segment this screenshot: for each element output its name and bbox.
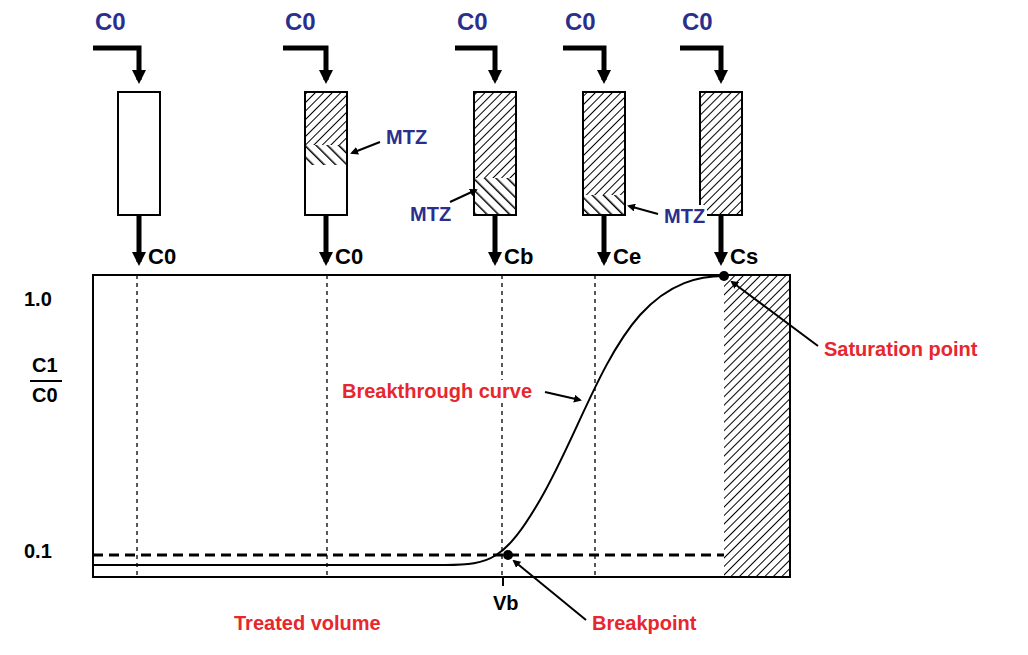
point-label: Saturation point [822,338,979,361]
outlet-concentration: Cb [502,244,535,269]
adsorption-columns [118,92,742,215]
outlet-concentration: C0 [146,244,178,269]
outlet-concentration: C0 [333,244,365,269]
axis-tick: 0.1 [22,540,54,563]
inlet-concentration: C0 [93,8,128,36]
axis-label: C0 [30,384,60,407]
outlet-concentration: Ce [611,244,643,269]
inlet-concentration: C0 [680,8,715,36]
axis-tick: Vb [491,592,521,615]
axis-label: C1 [30,354,60,377]
axis-label: Treated volume [232,612,383,635]
outlet-concentration: Cs [728,244,760,269]
point-label: Breakpoint [590,612,698,635]
mtz-label: MTZ [408,203,453,226]
mtz-label: MTZ [662,205,707,228]
breakthrough-graph [30,271,818,620]
inlet-concentration: C0 [283,8,318,36]
curve-label: Breakthrough curve [340,380,534,403]
inlet-concentration: C0 [563,8,598,36]
inlet-arrows [93,48,721,80]
inlet-concentration: C0 [455,8,490,36]
mtz-label: MTZ [384,126,429,149]
mtz-leaders [352,142,658,214]
axis-tick: 1.0 [22,288,54,311]
